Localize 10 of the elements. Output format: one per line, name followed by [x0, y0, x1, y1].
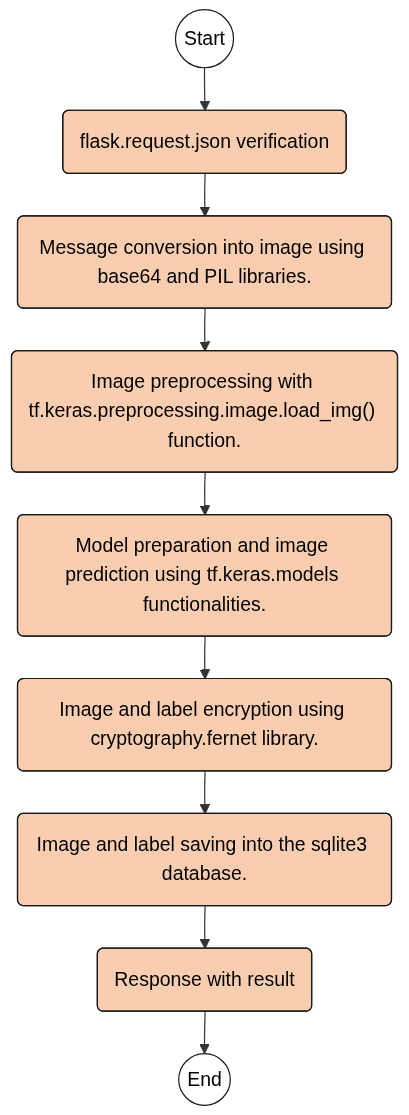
arrow: [199, 67, 211, 112]
arrow: [199, 308, 211, 352]
arrow: [199, 173, 211, 217]
arrow: [199, 636, 211, 680]
arrow: [199, 770, 211, 815]
arrow: [199, 905, 211, 950]
arrow: [199, 1011, 210, 1055]
arrow: [199, 472, 211, 516]
node-circle: Start: [174, 9, 235, 69]
node-circle: End: [178, 1053, 231, 1106]
